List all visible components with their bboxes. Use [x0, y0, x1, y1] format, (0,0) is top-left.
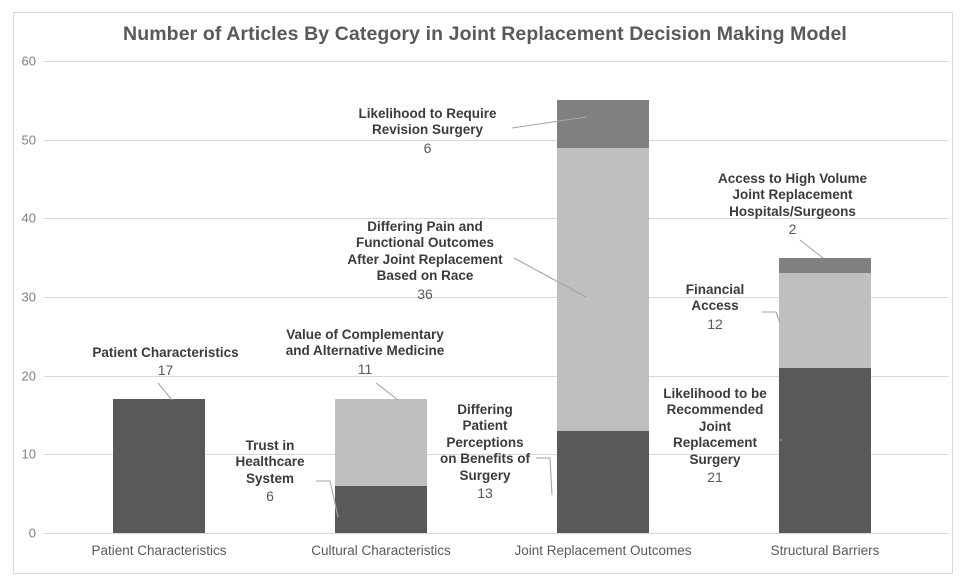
- annotation-line: Likelihood to be: [663, 386, 767, 401]
- annotation-line: Joint: [698, 418, 732, 434]
- bar-segment-0-0[interactable]: [113, 399, 205, 533]
- annotation-line: and Alternative Medicine: [285, 343, 445, 359]
- bar-segment-1-0[interactable]: [335, 485, 427, 533]
- y-tick-label-20: 20: [21, 368, 36, 384]
- annotation-line: Differing: [457, 402, 513, 417]
- bar-segment-2-0[interactable]: [557, 430, 649, 533]
- bar-segment-2-1[interactable]: [557, 147, 649, 431]
- annotation-line: Surgery: [689, 451, 741, 467]
- gridline-30: [44, 297, 949, 298]
- bar-structural-barriers[interactable]: [779, 257, 871, 533]
- gridline-10: [44, 454, 949, 456]
- bar-segment-2-2[interactable]: [557, 100, 649, 148]
- y-tick-label-60: 60: [21, 53, 36, 69]
- bar-segment-3-0[interactable]: [779, 367, 871, 533]
- x-axis-label-3: Structural Barriers: [770, 543, 880, 558]
- x-axis-label-0: Patient Characteristics: [91, 543, 227, 558]
- annotation-value: 13: [477, 485, 493, 502]
- x-axis-label-2: Joint Replacement Outcomes: [514, 543, 692, 558]
- annotation-line: Based on Race: [376, 268, 474, 284]
- annotation-line: Healthcare: [235, 454, 305, 470]
- bar-segment-3-2[interactable]: [779, 257, 871, 274]
- annotation-line: After Joint Replacement: [347, 251, 503, 267]
- annotation-line: Perceptions: [446, 434, 524, 450]
- y-tick-label-50: 50: [21, 132, 36, 148]
- annotation-value: 6: [266, 488, 274, 505]
- gridline-0: [44, 533, 949, 534]
- bar-segment-1-1[interactable]: [335, 399, 427, 486]
- annotation-value: 17: [157, 362, 174, 379]
- x-axis-label-1: Cultural Characteristics: [311, 543, 451, 558]
- gridline-20: [44, 375, 949, 377]
- y-tick-label-10: 10: [21, 446, 36, 462]
- annotation-line: Surgery: [459, 467, 511, 483]
- chart-title: Number of Articles By Category in Joint …: [123, 23, 847, 45]
- annotation-value: 21: [707, 469, 723, 486]
- annotation-value: 2: [788, 221, 797, 238]
- annotation-line: Access to High Volume: [717, 171, 868, 186]
- annotation-line: Access: [691, 298, 739, 314]
- gridline-40: [44, 218, 949, 220]
- annotation-line: Likelihood to Require: [358, 106, 497, 121]
- gridline-50: [44, 139, 949, 141]
- annotation-line: Patient Characteristics: [92, 345, 239, 360]
- annotation-line: System: [245, 470, 295, 486]
- bar-segment-3-1[interactable]: [779, 273, 871, 368]
- annotation-line: Hospitals/Surgeons: [729, 203, 856, 219]
- annotation-line: Differing Pain and: [367, 219, 483, 234]
- annotation-line: Revision Surgery: [371, 122, 484, 138]
- annotation-value: 11: [357, 360, 373, 377]
- annotation-line: Replacement: [672, 435, 758, 451]
- bar-joint-replacement-outcomes[interactable]: [557, 100, 649, 533]
- annotation-value: 6: [423, 139, 432, 156]
- gridline-60: [44, 61, 949, 62]
- y-tick-label-0: 0: [28, 525, 36, 541]
- y-tick-label-40: 40: [21, 210, 36, 226]
- annotation-line: Trust in: [245, 438, 295, 453]
- annotation-line: Joint Replacement: [732, 187, 853, 203]
- annotation-patient-characteristics: Patient Characteristics 17: [78, 345, 253, 380]
- y-tick-label-30: 30: [21, 289, 36, 305]
- annotation-line: Financial: [685, 282, 745, 297]
- annotation-value: 36: [417, 285, 433, 302]
- bar-patient-characteristics[interactable]: [113, 399, 205, 533]
- annotation-line: Recommended: [666, 402, 764, 418]
- annotation-value: 12: [707, 315, 723, 332]
- annotation-line: on Benefits of: [440, 451, 530, 467]
- bar-cultural-characteristics[interactable]: [335, 399, 427, 533]
- annotation-line: Patient: [462, 418, 508, 434]
- annotation-line: Functional Outcomes: [355, 235, 494, 251]
- annotation-line: Value of Complementary: [286, 327, 444, 342]
